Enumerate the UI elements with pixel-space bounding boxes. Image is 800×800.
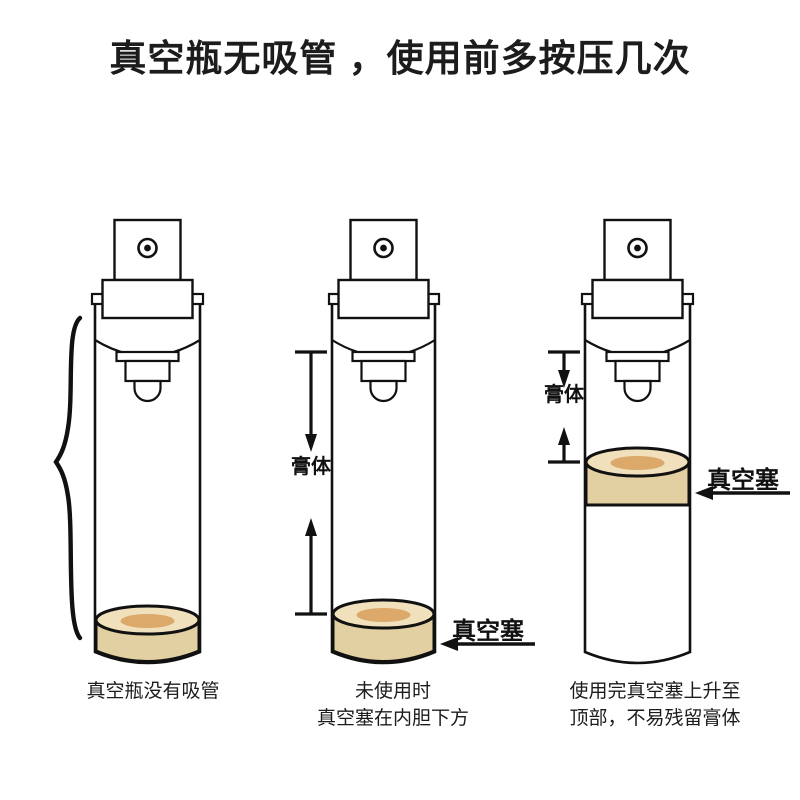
caption-figure-2: 未使用时 真空塞在内胆下方: [316, 681, 469, 729]
dimension-label-figure-3: 膏体: [544, 384, 584, 406]
page-title: 真空瓶无吸管 ，使用前多按压几次: [109, 38, 691, 79]
plug-callout-label-figure-2: 真空塞: [452, 618, 524, 645]
dimension-cream-body: [548, 350, 580, 464]
caption-figure-1: 真空瓶没有吸管: [86, 681, 220, 702]
vacuum-plug-icon: [331, 598, 436, 663]
caption-figure-3: 使用完真空塞上升至 顶部，不易残留膏体: [569, 681, 741, 729]
figure-1: [53, 218, 205, 665]
vacuum-plug-icon: [584, 446, 691, 507]
plug-callout-arrow: [695, 486, 790, 500]
pump-button-icon[interactable]: [101, 218, 194, 320]
vacuum-plug-icon: [94, 604, 201, 663]
dimension-label-figure-2: 膏体: [291, 456, 331, 478]
pump-button-icon[interactable]: [591, 218, 684, 320]
pump-button-icon[interactable]: [337, 218, 430, 320]
dimension-cream-body: [295, 350, 327, 616]
curly-brace-icon: [53, 315, 83, 641]
plug-callout-arrow: [440, 637, 535, 651]
figure-2: [295, 218, 535, 665]
figure-3: [548, 218, 790, 665]
plug-callout-label-figure-3: 真空塞: [707, 467, 779, 494]
